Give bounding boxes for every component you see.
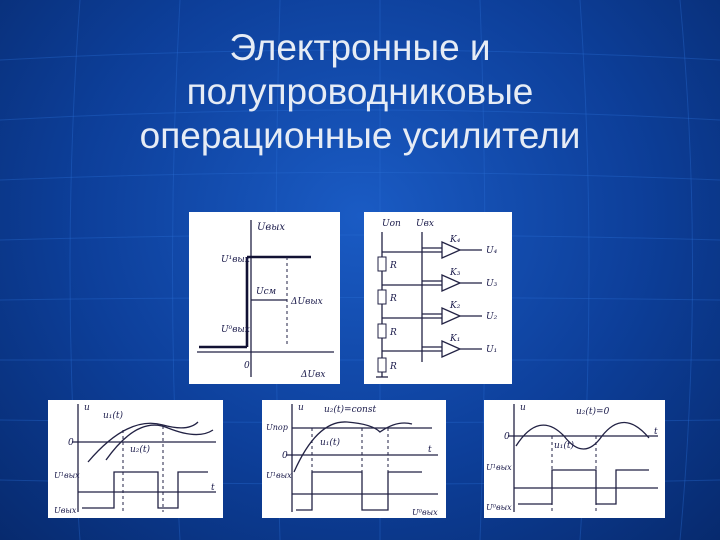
t-axis-label: t	[211, 483, 215, 493]
uvx-label: Uвх	[416, 219, 434, 229]
waveform-diagram-1: u u₁(t) u₂(t) 0 U¹вых Uвых t	[48, 400, 223, 518]
u-axis-label: u	[520, 403, 526, 413]
uout0-label: U⁰вых	[412, 508, 438, 517]
u1-label: u₁(t)	[554, 440, 575, 451]
slide-title: Электронные и полупроводниковые операцио…	[0, 26, 720, 158]
resistor-chain	[377, 256, 387, 373]
zero-label: 0	[504, 432, 510, 442]
waveform-diagram-3: u u₂(t)=0 u₁(t) 0 U¹вых U⁰вых t	[484, 400, 665, 518]
upor-label: Uпор	[266, 423, 288, 432]
uout1-label: U¹вых	[266, 471, 292, 480]
comparator-k1-label: K₁	[449, 334, 460, 344]
uout0-label: Uвых	[54, 506, 77, 515]
comparator-k4-label: K₄	[449, 235, 461, 245]
resistor-label: R	[389, 294, 397, 304]
zero-ref-label: u₂(t)=0	[576, 406, 610, 417]
u2-label: u₂(t)	[130, 444, 151, 455]
u0-level-label: U⁰вых	[221, 325, 250, 335]
u-axis-label: u	[298, 403, 304, 413]
output-u3-label: U₃	[486, 279, 498, 289]
zero-label: 0	[68, 438, 74, 448]
output-u1-label: U₁	[486, 345, 497, 355]
zero-label: 0	[282, 451, 288, 461]
t-axis-label: t	[654, 427, 658, 437]
comparator-k3-label: K₃	[449, 268, 461, 278]
title-line-2: полупроводниковые	[186, 71, 534, 112]
transfer-characteristic-diagram: Uвых U¹вых U⁰вых Uсм ΔUвых 0 ΔUвх	[189, 212, 340, 384]
t-axis-label: t	[428, 445, 432, 455]
uop-label: Uоп	[382, 219, 401, 229]
y-axis-label: Uвых	[257, 222, 285, 233]
output-u4-label: U₄	[486, 246, 498, 256]
const-label: u₂(t)=const	[324, 404, 376, 415]
x-axis-label: ΔUвх	[300, 370, 325, 380]
resistor-label: R	[389, 362, 397, 372]
resistor-label: R	[389, 328, 397, 338]
comparator-ladder-diagram: Uоп Uвх R R R R K₄ K₃ K₂ K₁ U₄ U₃ U₂ U₁	[364, 212, 512, 384]
uout1-label: U¹вых	[54, 471, 80, 480]
u1-label: u₁(t)	[103, 410, 124, 421]
uout0-label: U⁰вых	[486, 503, 512, 512]
u-axis-label: u	[84, 403, 90, 413]
waveform-diagram-2: u u₂(t)=const Uпор u₁(t) 0 U¹вых U⁰вых t	[262, 400, 446, 518]
output-u2-label: U₂	[486, 312, 498, 322]
comparator-k2-label: K₂	[449, 301, 461, 311]
u1-label: u₁(t)	[320, 437, 341, 448]
ucm-label: Uсм	[256, 287, 276, 297]
resistor-label: R	[389, 261, 397, 271]
title-line-3: операционные усилители	[139, 115, 581, 156]
u1-level-label: U¹вых	[221, 255, 250, 265]
delta-uout-label: ΔUвых	[290, 297, 323, 307]
origin-label: 0	[244, 361, 250, 371]
uout1-label: U¹вых	[486, 463, 512, 472]
title-line-1: Электронные и	[229, 27, 491, 68]
